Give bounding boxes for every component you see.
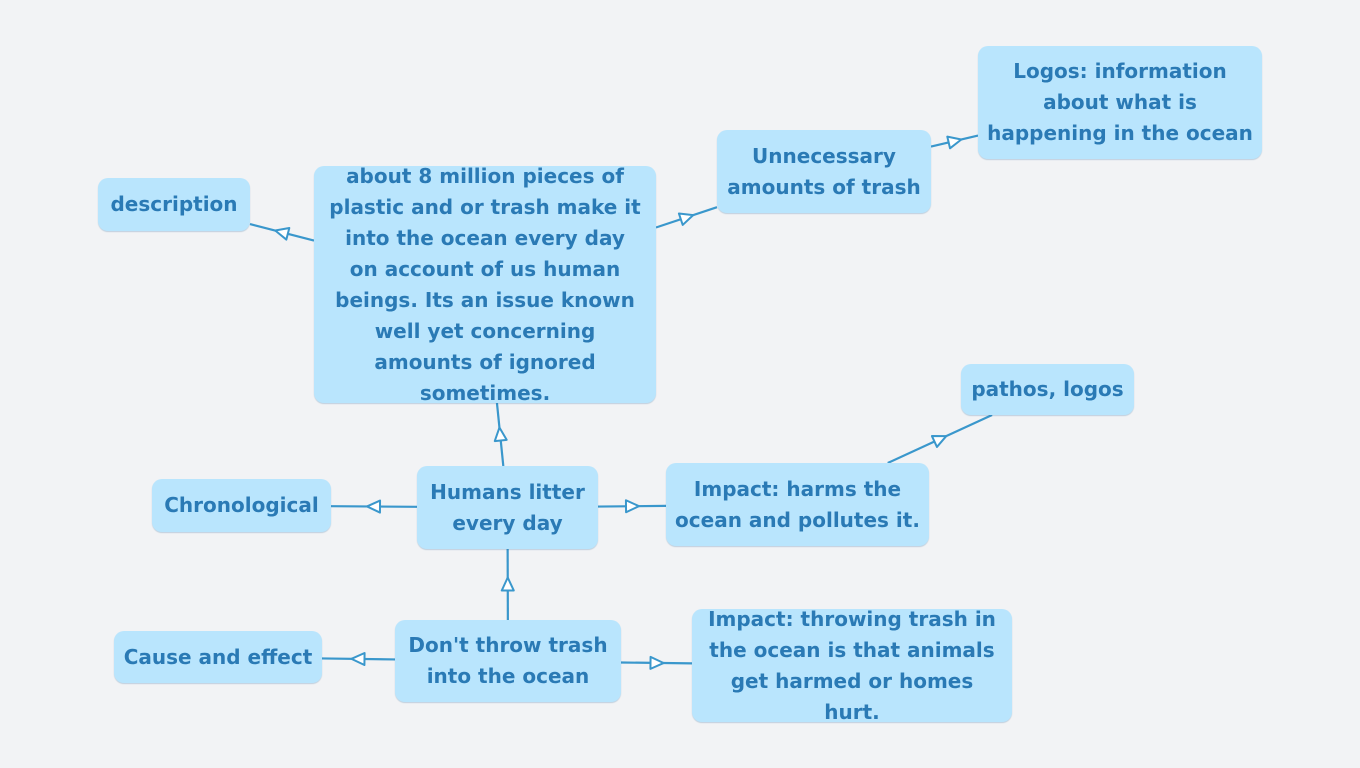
- cause-and-effect-node[interactable]: Cause and effect: [114, 631, 322, 683]
- arrowhead-humans_litter-to-impact_harms: [624, 499, 640, 514]
- logos-information-node[interactable]: Logos: information about what is happeni…: [978, 46, 1262, 159]
- impact-animals-text: Impact: throwing trash in the ocean is t…: [708, 606, 996, 724]
- humans-litter-text: Humans litter every day: [430, 479, 585, 535]
- pathos-logos-node[interactable]: pathos, logos: [961, 364, 1134, 415]
- central-topic-text: about 8 million pieces of plastic and or…: [329, 163, 641, 405]
- dont-throw-trash-node[interactable]: Don't throw trash into the ocean: [395, 620, 621, 702]
- impact-animals-node[interactable]: Impact: throwing trash in the ocean is t…: [692, 607, 1012, 724]
- arrowhead-central-to-unnecessary: [677, 212, 695, 226]
- arrowhead-dont_throw-to-humans_litter: [500, 576, 515, 592]
- impact-harms-node[interactable]: Impact: harms the ocean and pollutes it.: [666, 463, 929, 546]
- dont-throw-trash-text: Don't throw trash into the ocean: [408, 633, 608, 688]
- chronological-text: Chronological: [164, 493, 319, 517]
- impact-harms-text: Impact: harms the ocean and pollutes it.: [675, 476, 920, 532]
- description-text: description: [110, 192, 238, 216]
- arrowhead-humans_litter-to-chronological: [366, 499, 382, 514]
- cause-and-effect-text: Cause and effect: [123, 644, 313, 669]
- arrowhead-humans_litter-to-central: [493, 426, 508, 443]
- unnecessary-amounts-node[interactable]: Unnecessary amounts of trash: [717, 130, 931, 213]
- logos-information-text: Logos: information about what is happeni…: [987, 59, 1253, 145]
- central-topic-node[interactable]: about 8 million pieces of plastic and or…: [314, 164, 656, 405]
- arrowhead-central-to-description: [274, 226, 291, 241]
- arrowhead-unnecessary-to-logos_info: [946, 135, 963, 150]
- arrowhead-impact_harms-to-pathos_logos: [930, 435, 948, 448]
- arrowhead-dont_throw-to-impact_animals: [649, 655, 665, 670]
- humans-litter-node[interactable]: Humans litter every day: [417, 466, 598, 549]
- arrowhead-dont_throw-to-cause_effect: [350, 652, 366, 667]
- description-node[interactable]: description: [98, 178, 250, 231]
- unnecessary-amounts-text: Unnecessary amounts of trash: [727, 143, 921, 199]
- pathos-logos-text: pathos, logos: [971, 377, 1124, 401]
- chronological-node[interactable]: Chronological: [152, 479, 331, 532]
